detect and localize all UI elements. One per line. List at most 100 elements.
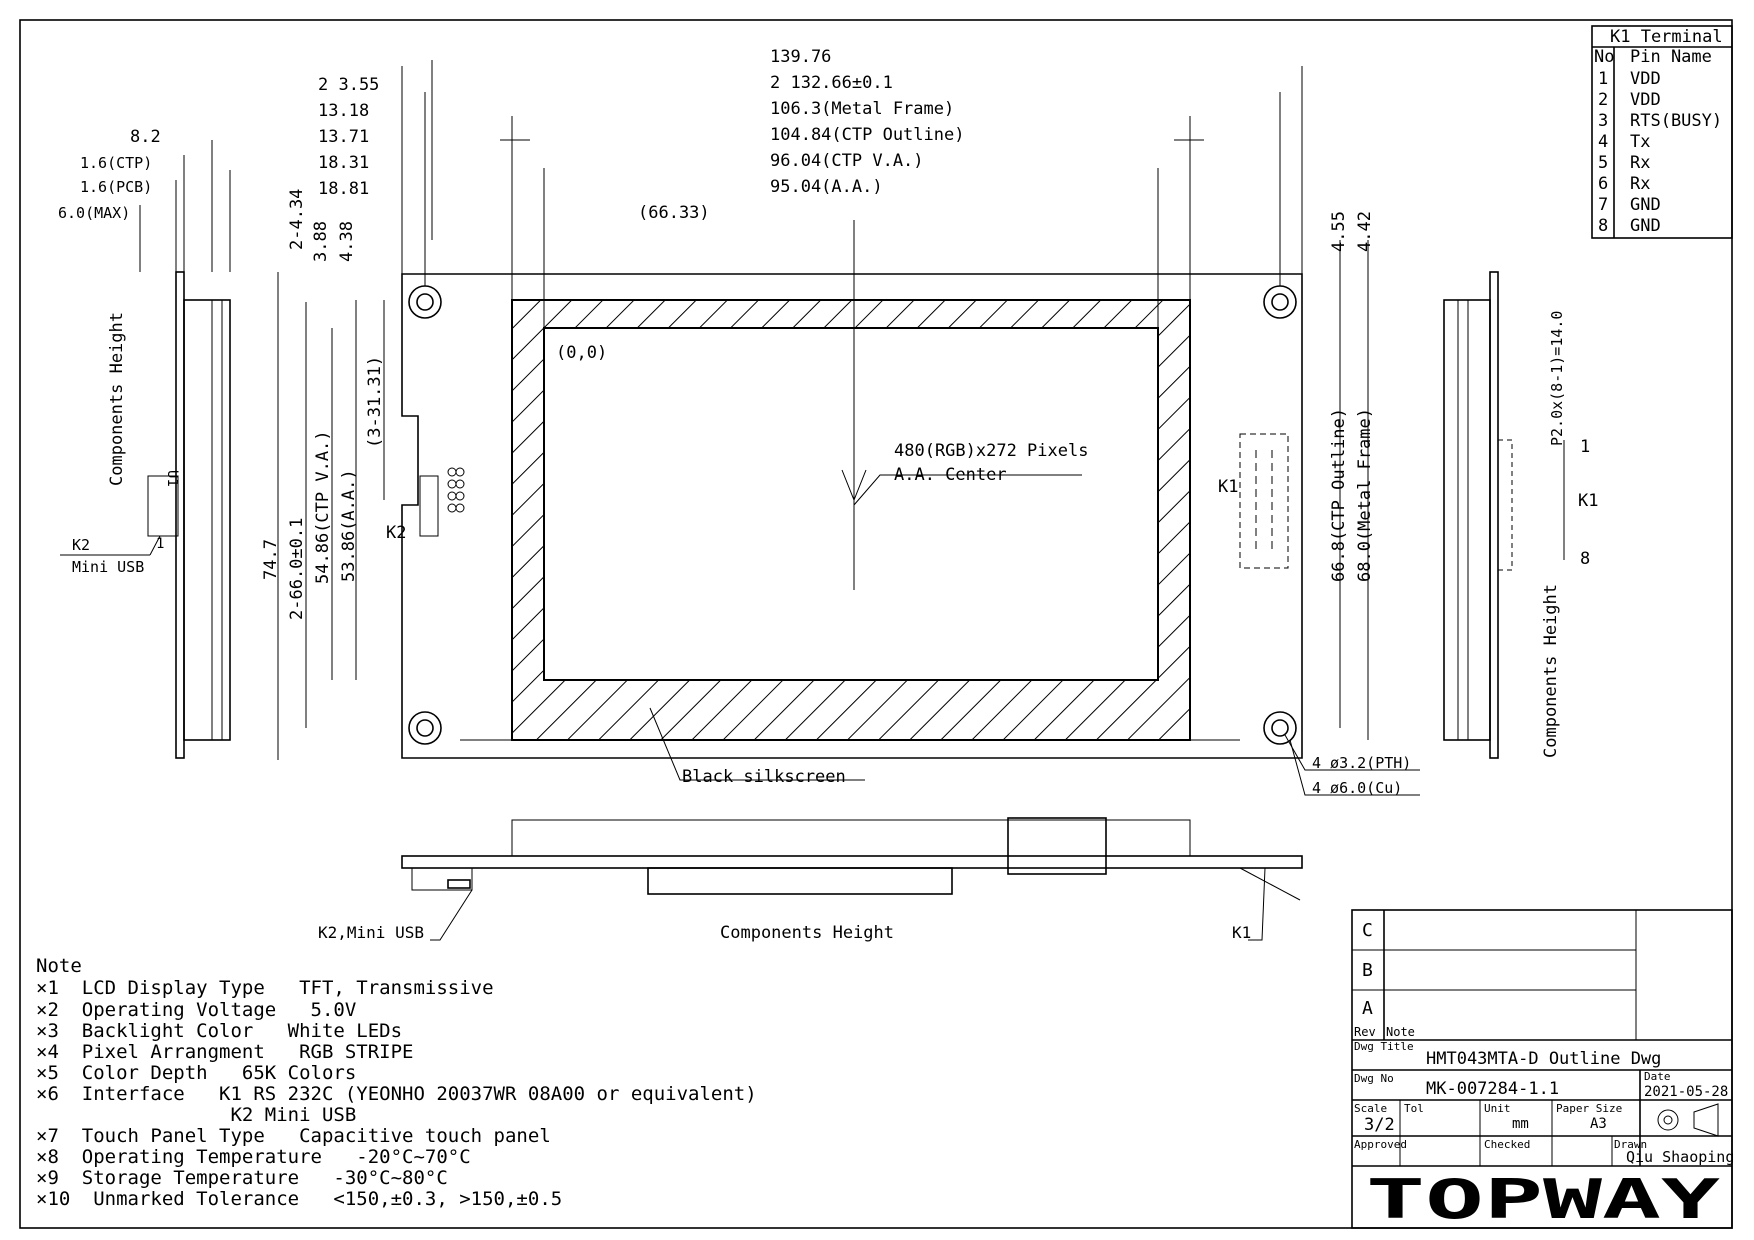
note-item: ×9 Storage Temperature -30°C~80°C [36, 1167, 448, 1189]
note-item: ×2 Operating Voltage 5.0V [36, 999, 356, 1021]
terminal-table [1591, 25, 1733, 239]
tol-label: Tol [1404, 1102, 1424, 1115]
dim-v6: 2-66.0±0.1 [287, 518, 307, 620]
rev-label: Rev [1354, 1025, 1376, 1039]
k1-side-label: K1 [1578, 491, 1598, 511]
pin-1-label: 1 [1580, 437, 1590, 457]
terminal-row-no: 8 [1598, 216, 1608, 236]
right-side-label: Components Height [1541, 584, 1561, 758]
pin-8-label: 8 [1580, 549, 1590, 569]
drawing-border [19, 19, 1733, 1229]
dim-aa: 95.04(A.A.) [770, 177, 883, 197]
checked-label: Checked [1484, 1138, 1530, 1151]
note-item: ×3 Backlight Color White LEDs [36, 1020, 402, 1042]
dwg-no: MK-007284-1.1 [1426, 1079, 1559, 1099]
terminal-row-no: 6 [1598, 174, 1608, 194]
u1-label: U1 [164, 470, 180, 487]
dim-side-3: 1.6(PCB) [80, 178, 152, 196]
dim-center-offset: (66.33) [638, 203, 710, 223]
ctp-outline [511, 299, 1191, 741]
components-height-label: Components Height [720, 923, 894, 943]
terminal-title: K1 Terminal [1610, 27, 1723, 47]
dwg-no-label: Dwg No [1354, 1072, 1394, 1085]
note-item: ×5 Color Depth 65K Colors [36, 1062, 356, 1084]
terminal-row-no: 5 [1598, 153, 1608, 173]
paper-size-label: Paper Size [1556, 1102, 1622, 1115]
black-silkscreen-area [511, 299, 1191, 741]
vertical-dimension-lines [277, 240, 1369, 760]
date-value: 2021-05-28 [1644, 1084, 1728, 1100]
terminal-row-no: 7 [1598, 195, 1608, 215]
note-item: ×7 Touch Panel Type Capacitive touch pan… [36, 1125, 551, 1147]
front-view [401, 220, 1420, 796]
dim-side-1: 8.2 [130, 127, 161, 147]
notes-title: Note [36, 955, 82, 977]
dwg-title: HMT043MTA-D Outline Dwg [1426, 1049, 1661, 1069]
dim-v3: 4.38 [337, 221, 357, 262]
approved-label: Approved [1354, 1138, 1407, 1151]
pitch-label: P2.0x(8-1)=14.0 [1548, 311, 1566, 446]
active-area [543, 327, 1159, 681]
mount-hole-br [1263, 711, 1297, 745]
hole-leader-2 [1289, 739, 1420, 796]
terminal-row-name: VDD [1630, 69, 1661, 89]
paper-size-value: A3 [1590, 1116, 1607, 1132]
note-item: ×6 Interface K1 RS 232C (YEONHO 20037WR … [36, 1083, 757, 1105]
note-label: Note [1386, 1025, 1415, 1039]
hole-label-pth: 4 ø3.2(PTH) [1312, 754, 1411, 772]
dwg-title-label: Dwg Title [1354, 1040, 1414, 1053]
dim-ctp-va: 96.04(CTP V.A.) [770, 151, 924, 171]
dim-metal-frame: 106.3(Metal Frame) [770, 99, 954, 119]
note-item: ×8 Operating Temperature -20°C~70°C [36, 1146, 471, 1168]
topway-logo: TOPWAY [1366, 1168, 1721, 1231]
k1-label: K1 [1218, 477, 1238, 497]
dim-tl-2: 13.18 [318, 101, 369, 121]
terminal-row-name: GND [1630, 195, 1661, 215]
silkscreen-label: Black silkscreen [682, 767, 846, 787]
dim-v4: (3-31.31) [365, 356, 385, 448]
k1-connector [1239, 433, 1289, 569]
rev-b: B [1362, 960, 1373, 981]
unit-value: mm [1512, 1116, 1529, 1132]
dim-r1: 4.55 [1329, 211, 1349, 252]
bottom-view [401, 817, 1303, 941]
resolution-label: 480(RGB)x272 Pixels [894, 441, 1088, 461]
silkscreen-leader [649, 707, 865, 781]
origin-label: (0,0) [556, 343, 607, 363]
dim-side-2: 1.6(CTP) [80, 154, 152, 172]
k2-mini-usb-callout: K2,Mini USB [318, 923, 424, 942]
note-item: ×1 LCD Display Type TFT, Transmissive [36, 977, 494, 999]
drawn-label: Drawn [1614, 1138, 1647, 1151]
dim-v2: 3.88 [311, 221, 331, 262]
mount-hole-bl [408, 711, 442, 745]
terminal-row-name: RTS(BUSY) [1630, 111, 1722, 131]
rev-c: C [1362, 920, 1373, 941]
pin-one-label: 1 [156, 536, 164, 552]
date-label: Date [1644, 1070, 1671, 1083]
center-leader [853, 474, 1082, 506]
note-item: ×4 Pixel Arrangment RGB STRIPE [36, 1041, 414, 1063]
center-label: A.A. Center [894, 465, 1007, 485]
dim-overall-width: 139.76 [770, 47, 831, 67]
left-side-view [60, 140, 231, 759]
dim-r3: 66.8(CTP Outline) [1329, 408, 1349, 582]
hole-label-cu: 4 ø6.0(Cu) [1312, 779, 1402, 797]
dim-hole-pitch: 2 132.66±0.1 [770, 73, 893, 93]
unit-label: Unit [1484, 1102, 1511, 1115]
drawn-value: Qiu Shaoping [1626, 1148, 1734, 1166]
k2-side-label: K2 [72, 536, 90, 554]
terminal-row-name: GND [1630, 216, 1661, 236]
terminal-row-name: VDD [1630, 90, 1661, 110]
terminal-header-no: No [1594, 47, 1614, 67]
k2-usb-label: Mini USB [72, 558, 144, 576]
scale-label: Scale [1354, 1102, 1387, 1115]
right-side-view [1443, 271, 1565, 759]
dim-tl-3: 13.71 [318, 127, 369, 147]
terminal-row-no: 4 [1598, 132, 1608, 152]
terminal-row-no: 1 [1598, 69, 1608, 89]
terminal-header-name: Pin Name [1630, 47, 1712, 67]
dim-v8: 53.86(A.A.) [339, 469, 359, 582]
pcb-outline [401, 273, 1303, 759]
terminal-row-no: 2 [1598, 90, 1608, 110]
